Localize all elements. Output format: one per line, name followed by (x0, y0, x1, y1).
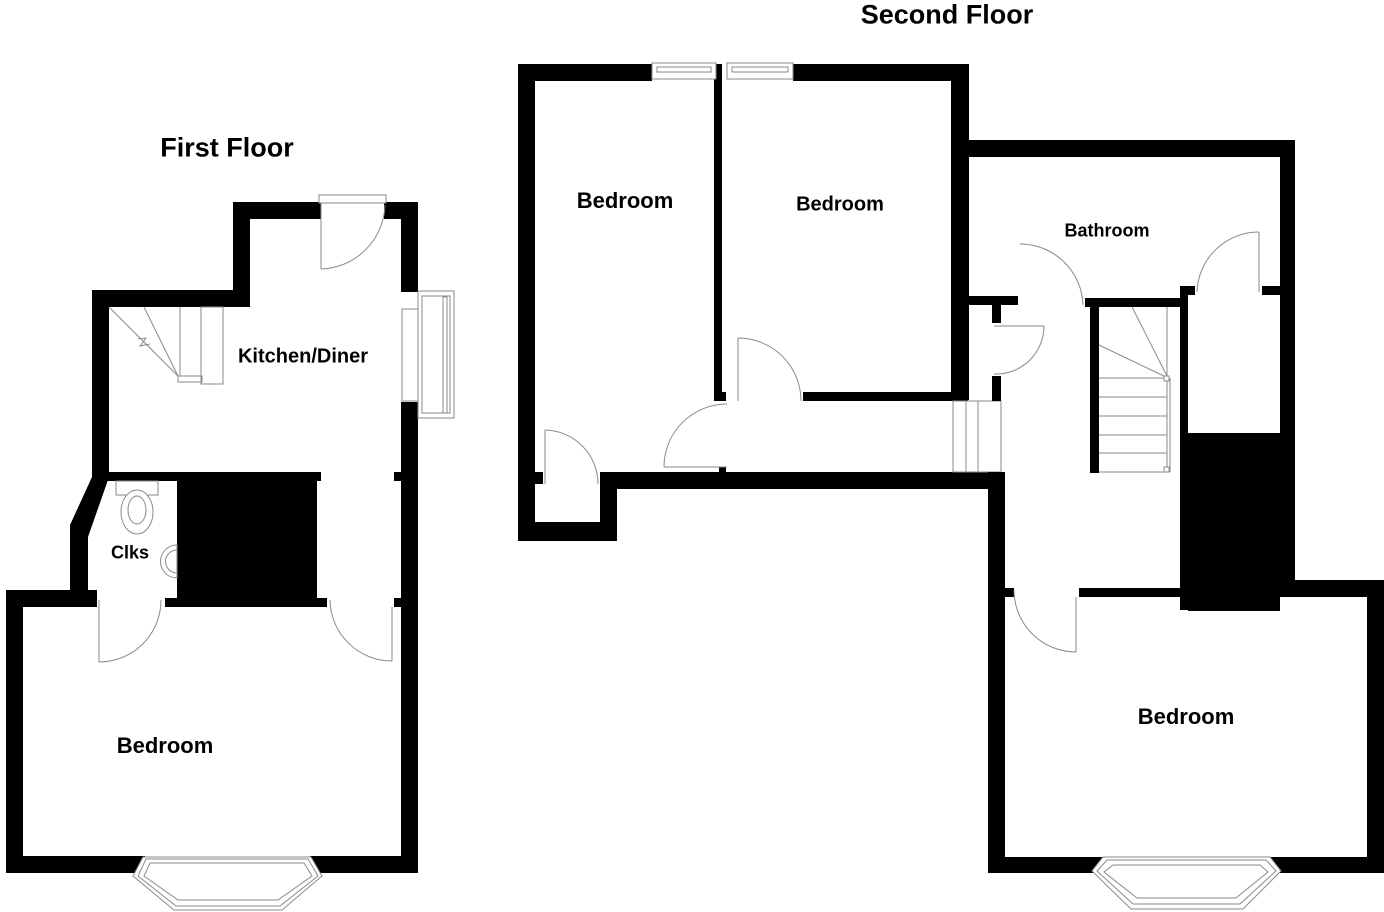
bathroom-walls (958, 140, 1295, 611)
kitchen-door (318, 194, 387, 270)
first-floor-stairs (108, 306, 224, 385)
second-floor-right-bedroom-door (1013, 589, 1077, 653)
first-floor-plan (6, 194, 455, 911)
room-label-second-floor-bedroom-left: Bedroom (576, 188, 674, 213)
first-floor-title: First Floor (160, 132, 294, 163)
second-floor-right-bedroom-walls (988, 472, 1384, 873)
clks-walls (70, 477, 327, 607)
second-floor-stairs (1098, 306, 1171, 473)
second-floor-bay-window (1091, 856, 1282, 910)
kitchen-diner-walls (92, 202, 418, 872)
clks-toilet (115, 480, 159, 535)
kitchen-window (401, 290, 455, 419)
clks-basin (160, 544, 178, 579)
bathroom-doors (993, 231, 1260, 375)
room-label-kitchen-diner: Kitchen/Diner (237, 345, 369, 368)
first-floor-bedroom-door (329, 599, 393, 662)
first-floor-bay-window (132, 856, 323, 911)
second-floor-top-windows (651, 62, 794, 80)
first-floor-bedroom-walls (6, 590, 418, 873)
room-label-second-floor-bedroom-middle: Bedroom (796, 193, 884, 216)
room-label-clks: Clks (110, 542, 150, 563)
room-label-first-floor-bedroom: Bedroom (116, 733, 214, 758)
second-floor-title: Second Floor (860, 0, 1034, 30)
clks-door (98, 599, 162, 663)
landing-steps (952, 400, 1002, 473)
second-floor-left-walls (518, 64, 1000, 541)
room-label-second-floor-bedroom-right: Bedroom (1137, 704, 1235, 729)
room-label-bathroom: Bathroom (1064, 220, 1150, 241)
second-floor-plan (518, 62, 1384, 910)
second-floor-left-doors (544, 337, 802, 485)
